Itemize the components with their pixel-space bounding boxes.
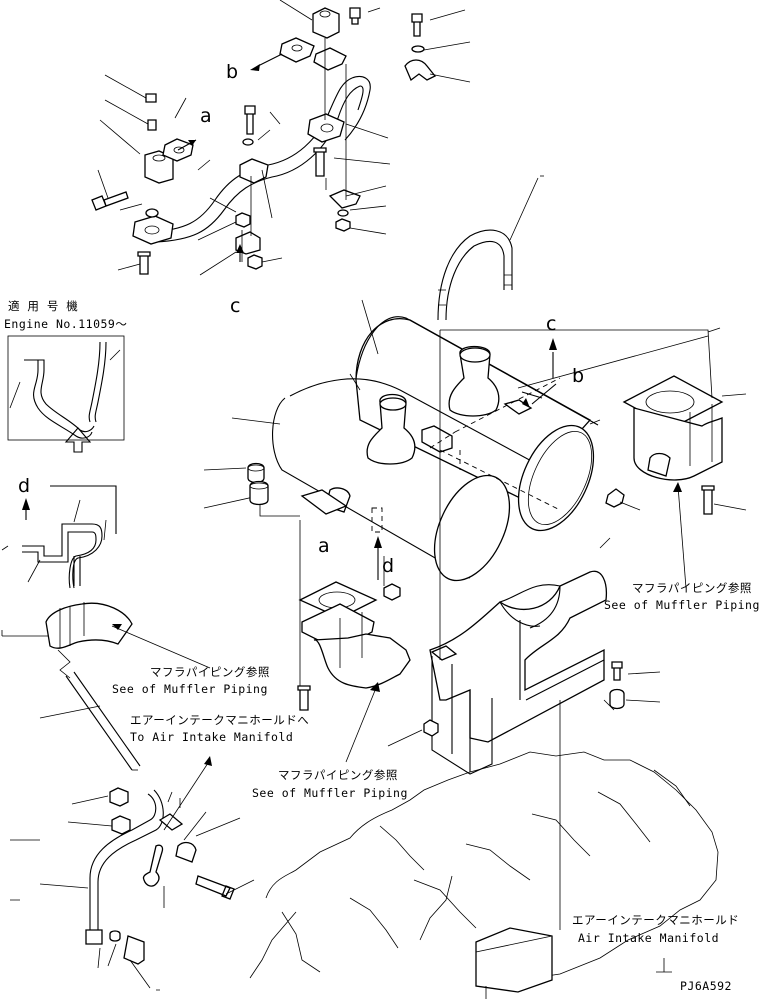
- label-a-mid: a: [318, 535, 330, 557]
- label-d-left: d: [18, 475, 30, 497]
- label-a-top: a: [200, 105, 212, 127]
- note-air-manifold-en: Air Intake Manifold: [578, 931, 719, 945]
- note-air-manifold-jp: エアーインテークマニホールド: [572, 913, 739, 927]
- label-c-top: c: [230, 295, 240, 317]
- note-muffler-right-jp: マフラパイピング参照: [632, 581, 752, 595]
- note-air-to-en: To Air Intake Manifold: [130, 730, 293, 744]
- elbow-flange-left: [297, 520, 411, 711]
- note-muffler-bottom-en: See of Muffler Piping: [252, 786, 408, 800]
- label-c-mid: c: [546, 313, 556, 335]
- note-air-to-jp: エアーインテークマニホールドへ: [130, 713, 309, 727]
- drawing-code: PJ6A592: [680, 979, 732, 993]
- label-b-mid: b: [572, 365, 584, 387]
- bottom-left-fittings: [10, 756, 255, 991]
- left-long-pipe: [39, 671, 141, 771]
- strap-assembly: [437, 175, 544, 321]
- elbow-flange-right: [622, 375, 724, 515]
- note-muffler-bottom-jp: マフラパイピング参照: [278, 768, 398, 782]
- label-d-mid: d: [382, 555, 394, 577]
- note-muffler-right-en: See of Muffler Piping: [604, 598, 760, 612]
- note-muffler-left-jp: マフラパイピング参照: [150, 665, 270, 679]
- muffler-bracket: [387, 330, 661, 930]
- engine-variant-box: [7, 335, 125, 441]
- left-pipe-variant: [1, 499, 133, 679]
- engine-outline: [249, 751, 719, 999]
- note-muffler-left-en: See of Muffler Piping: [112, 682, 268, 696]
- engine-note-jp: 適 用 号 機: [8, 299, 78, 313]
- engine-note-en: Engine No.11059～: [4, 317, 127, 331]
- muffler-body: [272, 316, 625, 582]
- top-pipe-assembly: [91, 0, 471, 276]
- label-b-top: b: [226, 61, 238, 83]
